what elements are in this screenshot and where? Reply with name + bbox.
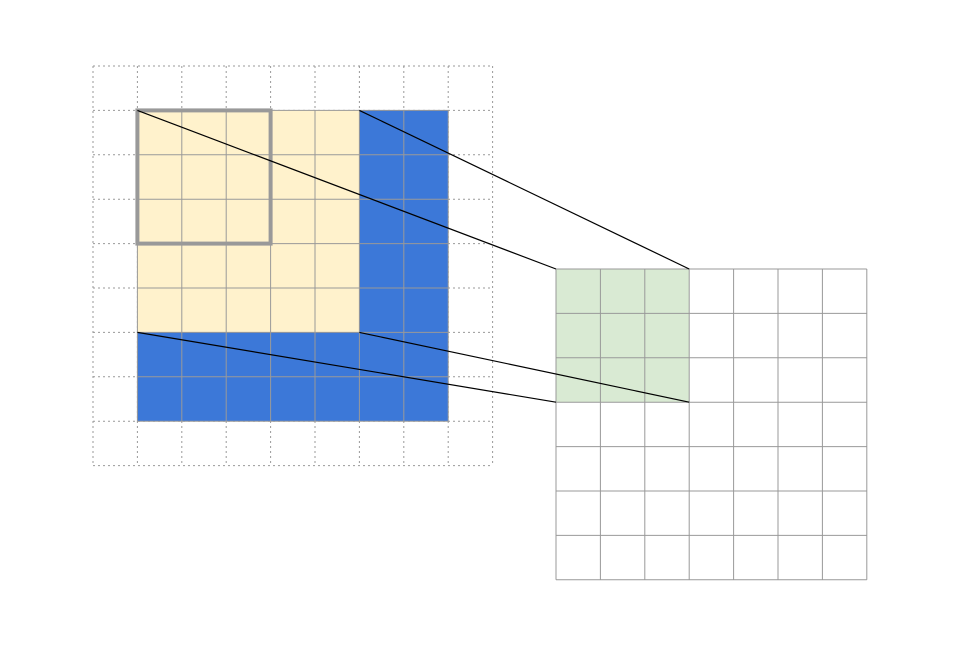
connector-line — [137, 109, 557, 270]
input-grid-lines — [136, 109, 449, 422]
connector-line — [359, 109, 690, 270]
receptive-field-region — [137, 110, 360, 333]
output-highlight-region — [556, 269, 690, 403]
connector-lines — [137, 109, 690, 403]
output-grid-lines — [555, 268, 868, 581]
connector-line — [137, 331, 557, 403]
kernel-window — [135, 108, 273, 246]
connector-line — [359, 331, 690, 403]
